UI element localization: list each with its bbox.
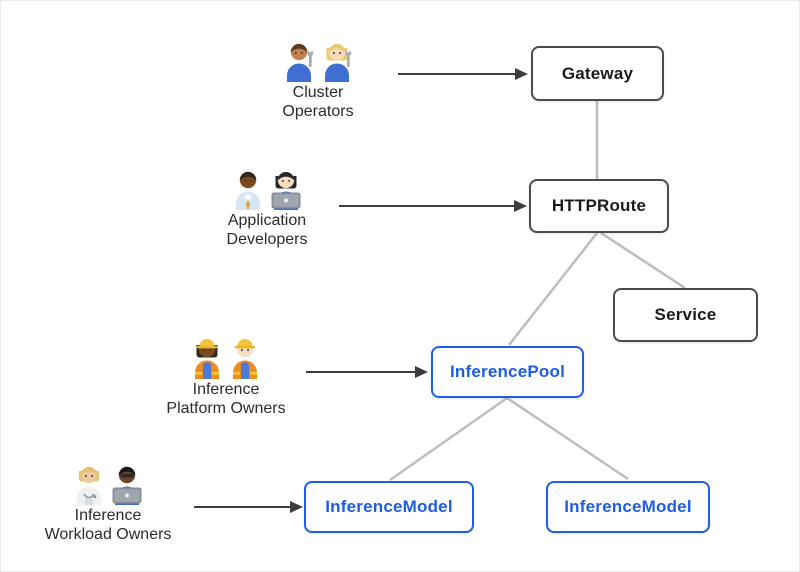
node-inferencepool: InferencePool bbox=[431, 346, 584, 398]
office-worker-and-technologist-pair-icon bbox=[231, 166, 303, 210]
persona-label-inference-platform-owners: Inference Platform Owners bbox=[166, 380, 285, 418]
persona-label-application-developers: Application Developers bbox=[227, 211, 308, 249]
node-httproute: HTTPRoute bbox=[529, 179, 669, 233]
label-line: Inference bbox=[74, 507, 142, 524]
persona-application-developers: Application Developers bbox=[187, 166, 347, 249]
persona-inference-platform-owners: Inference Platform Owners bbox=[146, 335, 306, 418]
persona-label-inference-workload-owners: Inference Workload Owners bbox=[45, 506, 172, 544]
label-line: Developers bbox=[226, 231, 308, 248]
node-service: Service bbox=[613, 288, 758, 342]
label-line: Workload Owners bbox=[44, 526, 172, 543]
persona-arrows bbox=[194, 68, 528, 513]
mechanics-pair-icon bbox=[282, 38, 354, 82]
edge-inferencepool-inferencemodel-left bbox=[389, 396, 508, 482]
edge-inferencepool-inferencemodel-right bbox=[506, 396, 629, 481]
edge-httproute-service bbox=[600, 231, 686, 290]
construction-workers-pair-icon bbox=[190, 335, 262, 379]
label-line: Application bbox=[227, 212, 307, 229]
relation-lines bbox=[389, 101, 686, 482]
label-line: Cluster bbox=[292, 84, 344, 101]
edge-httproute-inferencepool bbox=[508, 232, 598, 346]
persona-label-cluster-operators: Cluster Operators bbox=[282, 83, 353, 121]
node-gateway: Gateway bbox=[531, 46, 664, 101]
health-worker-and-technologist-pair-icon bbox=[72, 461, 144, 505]
label-line: Platform Owners bbox=[166, 400, 286, 417]
label-line: Operators bbox=[282, 103, 354, 120]
node-inferencemodel-left: InferenceModel bbox=[304, 481, 474, 533]
node-inferencemodel-right: InferenceModel bbox=[546, 481, 710, 533]
persona-cluster-operators: Cluster Operators bbox=[238, 38, 398, 121]
persona-inference-workload-owners: Inference Workload Owners bbox=[28, 461, 188, 544]
label-line: Inference bbox=[192, 381, 260, 398]
